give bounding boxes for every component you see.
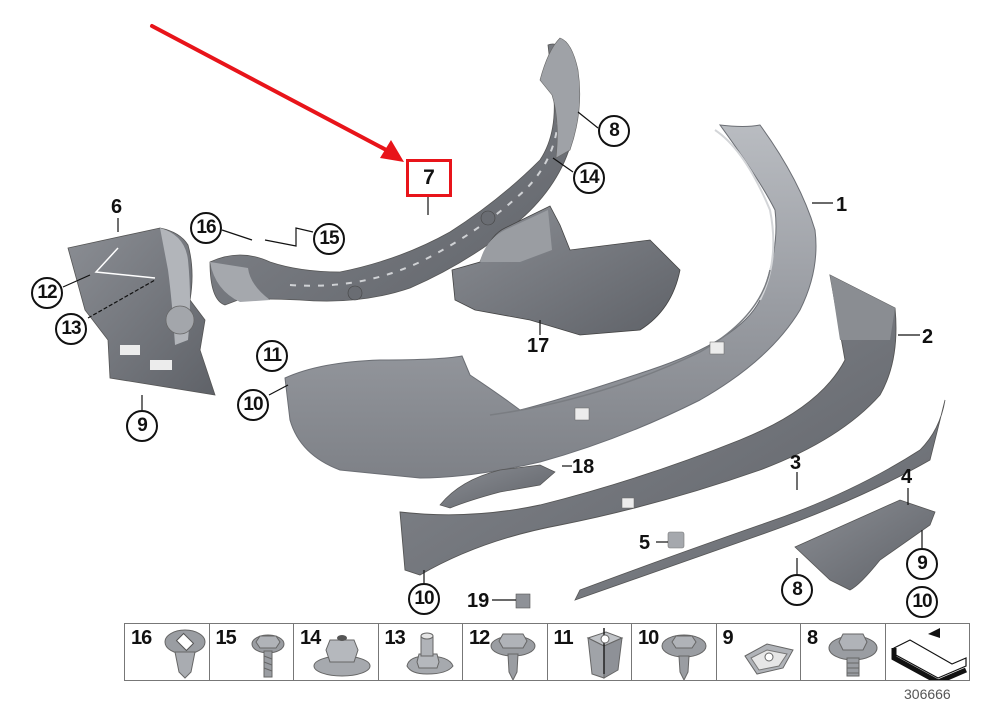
- hex-screw-icon: [251, 634, 284, 678]
- weld-nut-icon: [405, 632, 454, 675]
- annotation-arrow: [150, 24, 404, 162]
- part-1-bumper-cover[interactable]: [284, 124, 817, 479]
- part-17-inner-panel[interactable]: [451, 205, 681, 336]
- legend-number: 16: [131, 627, 152, 649]
- callout-13-left[interactable]: 13: [55, 313, 87, 345]
- washer-screw-icon: [661, 634, 707, 680]
- legend-number: 13: [384, 627, 406, 649]
- part-18-bracket[interactable]: [439, 464, 556, 509]
- callout-5[interactable]: 5: [639, 532, 651, 554]
- legend-number: 10: [638, 627, 659, 649]
- flange-nut-icon: [313, 635, 371, 677]
- diagram-number: 306666: [904, 686, 951, 702]
- part-4-cover-panel[interactable]: [794, 499, 936, 591]
- legend-item-12[interactable]: 12: [463, 624, 548, 680]
- callout-7-highlighted[interactable]: 7: [406, 159, 452, 197]
- callout-12-left[interactable]: 12: [31, 277, 63, 309]
- legend-number: 15: [215, 627, 237, 649]
- part-5-tow-cap[interactable]: [667, 531, 685, 549]
- leader-lines: [62, 111, 923, 601]
- callout-19[interactable]: 19: [467, 590, 490, 612]
- callout-18[interactable]: 18: [572, 456, 595, 478]
- hex-tapping-screw-icon: [490, 633, 536, 680]
- callout-2[interactable]: 2: [922, 326, 934, 348]
- callout-3[interactable]: 3: [790, 452, 802, 474]
- callout-9-lower[interactable]: 9: [906, 548, 938, 580]
- legend-number: 12: [469, 627, 490, 649]
- legend-item-10[interactable]: 10: [632, 624, 717, 680]
- legend-item-13[interactable]: 13: [379, 624, 463, 680]
- legend-number: 9: [722, 627, 734, 649]
- callout-10-right[interactable]: 10: [906, 586, 938, 618]
- callout-17[interactable]: 17: [527, 335, 550, 357]
- legend-number: 11: [553, 627, 574, 649]
- callout-16-upper[interactable]: 16: [190, 212, 222, 244]
- callout-4[interactable]: 4: [901, 466, 913, 488]
- legend-item-16[interactable]: 16: [125, 624, 210, 680]
- legend-item-8[interactable]: 8: [801, 624, 886, 680]
- callout-8-lower[interactable]: 8: [781, 574, 813, 606]
- collar-bolt-icon: [828, 633, 878, 677]
- fastener-legend: 16 15 14 13 12: [124, 623, 970, 681]
- callout-10-left[interactable]: 10: [237, 389, 269, 421]
- legend-number: 14: [300, 627, 321, 649]
- spring-clip-nut-icon: [743, 643, 794, 675]
- callout-11[interactable]: 11: [256, 340, 288, 372]
- part-2-lower-trim[interactable]: [399, 274, 897, 576]
- callout-9-left[interactable]: 9: [126, 410, 158, 442]
- part-19-clip[interactable]: [515, 593, 531, 609]
- callout-14-upper[interactable]: 14: [573, 162, 605, 194]
- part-3-trim-strip[interactable]: [574, 399, 946, 601]
- legend-item-direction: [886, 624, 970, 680]
- part-7-upper-arm: [539, 37, 581, 159]
- part-6-left-bracket[interactable]: [67, 227, 216, 396]
- callout-10-lower[interactable]: 10: [408, 583, 440, 615]
- callout-1[interactable]: 1: [836, 194, 848, 216]
- callout-15-upper[interactable]: 15: [313, 223, 345, 255]
- legend-item-9[interactable]: 9: [717, 624, 801, 680]
- legend-number: 8: [807, 627, 818, 649]
- expansion-nut-icon: [586, 628, 623, 679]
- direction-arrow-icon: [891, 628, 967, 680]
- plastic-rivet-icon: [164, 629, 206, 679]
- legend-item-15[interactable]: 15: [210, 624, 294, 680]
- legend-item-14[interactable]: 14: [294, 624, 379, 680]
- callout-6[interactable]: 6: [111, 196, 123, 218]
- legend-item-11[interactable]: 11: [548, 624, 632, 680]
- callout-8-upper[interactable]: 8: [598, 115, 630, 147]
